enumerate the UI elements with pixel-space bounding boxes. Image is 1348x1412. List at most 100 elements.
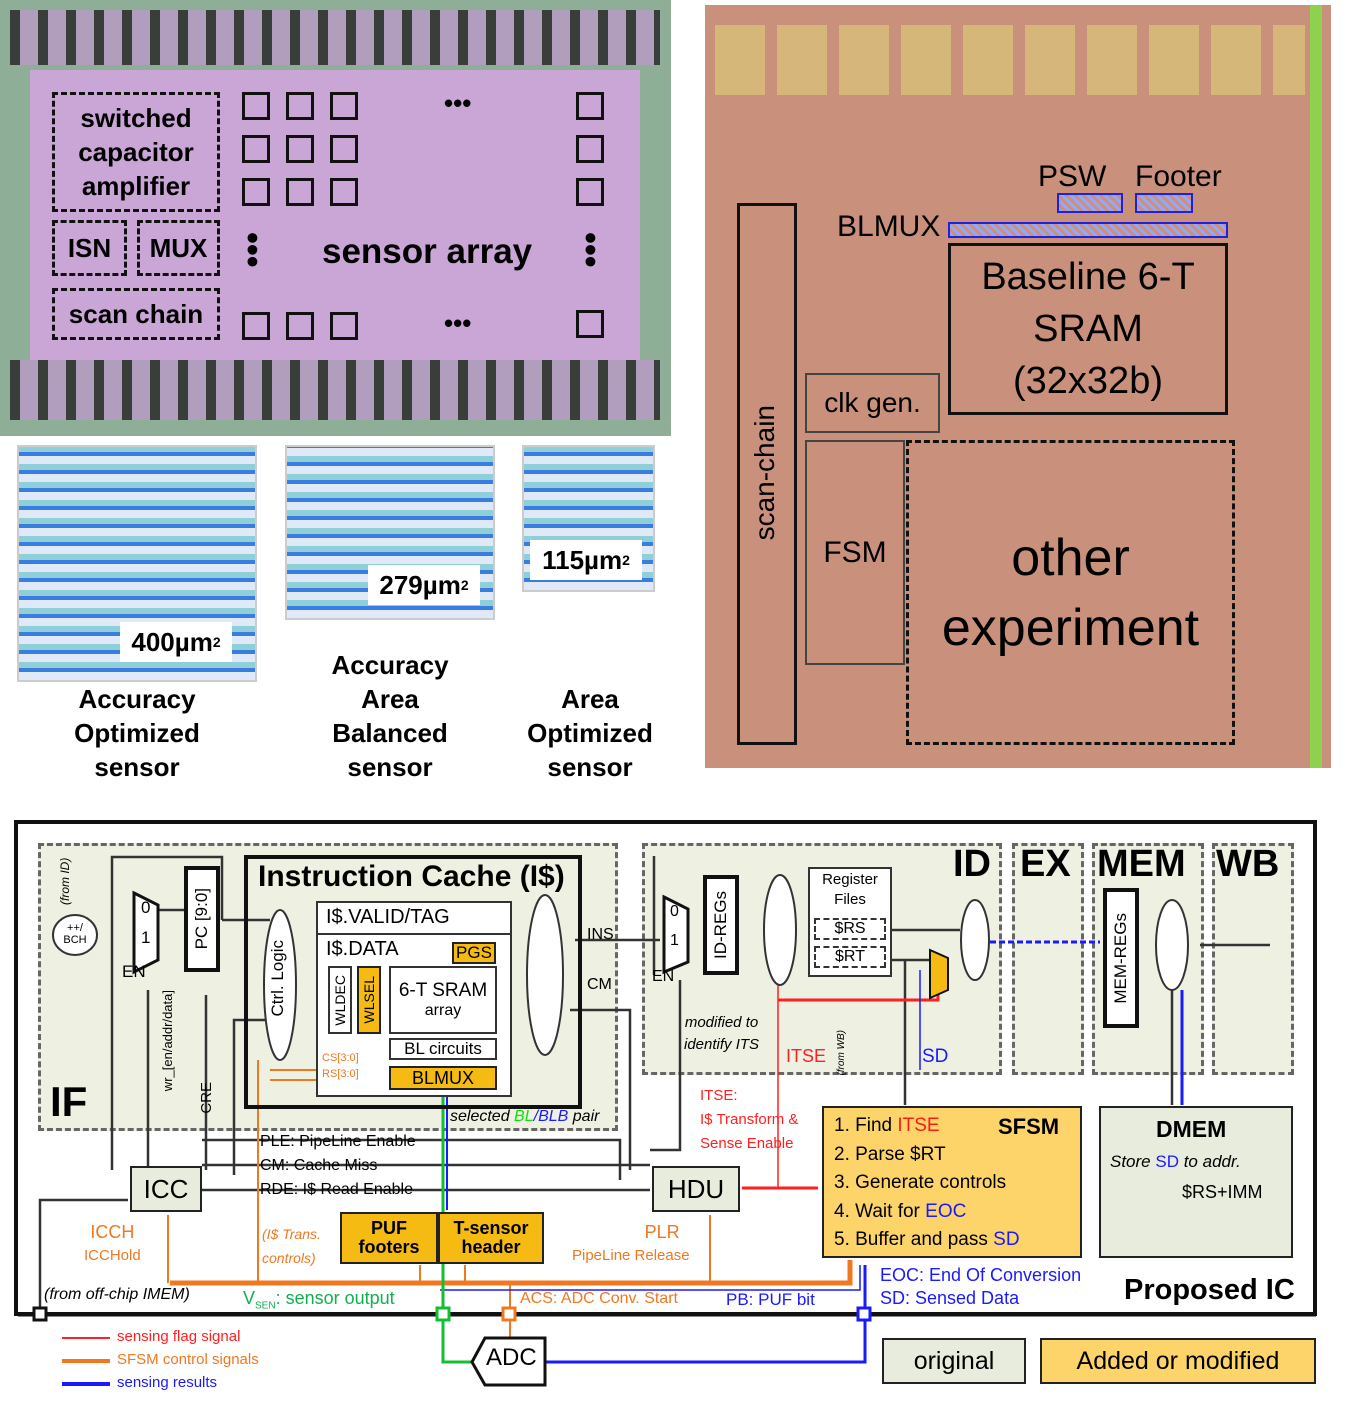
mux-input-1: 1 [141, 928, 151, 947]
vsen-label: VSEN: sensor output [243, 1288, 395, 1312]
footer-label: Footer [1135, 160, 1222, 193]
sfsm-step: 3. Generate controls [834, 1172, 1007, 1193]
legend-sensing-results: sensing results [117, 1374, 218, 1391]
proposed-ic-label: Proposed IC [1124, 1274, 1295, 1306]
itse-label: ITSE [786, 1046, 827, 1066]
amplifier-block: switched capacitor amplifier [52, 92, 220, 212]
sfsm-step: 1. Find ITSE [834, 1115, 940, 1136]
ex-stage [1012, 843, 1084, 1075]
cm-label: CM [587, 976, 612, 993]
pc-increment: ++/BCH [63, 922, 87, 946]
rt-register: $RT [814, 946, 886, 968]
en-label: EN [652, 968, 675, 985]
label: capacitor [78, 137, 194, 167]
sd-label: SD [922, 1046, 949, 1067]
chip-photo-right: scan-chain BLMUX PSW Footer Baseline 6-T… [705, 5, 1331, 768]
cm-definition: CM: Cache Miss [260, 1157, 378, 1174]
sd-definition: SD: Sensed Data [880, 1288, 1020, 1308]
data-label: I$.DATA [326, 938, 399, 960]
label: amplifier [81, 171, 191, 201]
scan-chain-block: scan chain [52, 288, 220, 340]
instruction-cache [244, 855, 582, 1109]
stage-if: IF [50, 1078, 88, 1125]
rs-label: RS[3:0] [322, 1068, 359, 1080]
id-regs: ID-REGs [703, 875, 739, 975]
hdu-block: HDU [652, 1166, 740, 1212]
cre-label: CRE [198, 1082, 215, 1114]
legend-original: original [882, 1338, 1026, 1384]
chip-photo-left: switched capacitor amplifier ISN MUX sca… [0, 0, 671, 436]
footer-bar [1135, 193, 1193, 213]
ctrl-logic-label: Ctrl. Logic [268, 940, 287, 1017]
stage-id: ID [953, 843, 991, 885]
stage-mem: MEM [1097, 843, 1186, 885]
legend-sensing-flag: sensing flag signal [117, 1328, 241, 1345]
dmem-address: $RS+IMM [1182, 1182, 1263, 1202]
label: switched [80, 103, 192, 133]
sfsm-step: 4. Wait for EOC [834, 1200, 967, 1222]
isn-block: ISN [52, 220, 127, 276]
from-imem-label: (from off-chip IMEM) [44, 1286, 190, 1303]
wldec-block: WLDEC [328, 966, 352, 1034]
mux-block: MUX [137, 220, 220, 276]
sfsm-title: SFSM [998, 1114, 1060, 1139]
blmux-block: BLMUX [389, 1066, 497, 1090]
sfsm-step: 2. Parse $RT [834, 1143, 946, 1165]
dmem-block [1099, 1106, 1293, 1258]
stage-ex: EX [1020, 843, 1071, 885]
wr-en-label: wr_[en/addr/data] [160, 990, 175, 1092]
icc-block: ICC [130, 1166, 202, 1212]
mux-input-1: 1 [670, 932, 679, 949]
itse-definition: ITSE:I$ Transform &Sense Enable [700, 1087, 799, 1152]
legend-sfsm-control: SFSM control signals [117, 1351, 259, 1368]
valid-tag-label: I$.VALID/TAG [326, 906, 450, 928]
fsm-block: FSM [805, 440, 905, 665]
pb-label: PB: PUF bit [726, 1290, 815, 1309]
blmux-bar [948, 222, 1228, 238]
blmux-label: BLMUX [837, 210, 941, 243]
register-files [808, 867, 892, 977]
acs-label: ACS: ADC Conv. Start [520, 1290, 678, 1307]
sfsm-steps: 1. Find ITSE 2. Parse $RT 3. Generate co… [834, 1112, 1020, 1255]
mem-regs: MEM-REGs [1103, 888, 1139, 1028]
mux-input-0: 0 [670, 903, 679, 920]
sensor-array-label: sensor array [322, 232, 533, 271]
adc-block: ADC [486, 1344, 537, 1371]
eoc-definition: EOC: End Of Conversion [880, 1265, 1082, 1285]
pc-register: PC [9:0] [184, 866, 220, 972]
en-label: EN [122, 962, 146, 981]
legend-added-modified: Added or modified [1040, 1338, 1316, 1384]
dmem-text: Store SD to addr. [1110, 1152, 1241, 1171]
stage-wb: WB [1216, 843, 1280, 885]
clk-gen-block: clk gen. [805, 373, 940, 433]
from-id-label: (from ID) [58, 857, 72, 905]
dots: ••• [444, 88, 472, 118]
pgs-block: PGS [452, 942, 496, 964]
mux-input-0: 0 [141, 898, 151, 917]
rde-label: RDE: I$ Read Enable [260, 1181, 413, 1198]
wb-stage [1212, 843, 1294, 1075]
psw-label: PSW [1038, 160, 1107, 193]
psw-bar [1057, 193, 1123, 213]
dots: ••• [444, 308, 472, 338]
dmem-title: DMEM [1156, 1116, 1227, 1142]
selected-pair-label: selected BL/BLB pair [450, 1108, 600, 1125]
ple-label: PLE: PipeLine Enable [260, 1133, 416, 1150]
from-wb-label: (from WB) [836, 1030, 847, 1076]
sfsm-block [822, 1106, 1082, 1258]
